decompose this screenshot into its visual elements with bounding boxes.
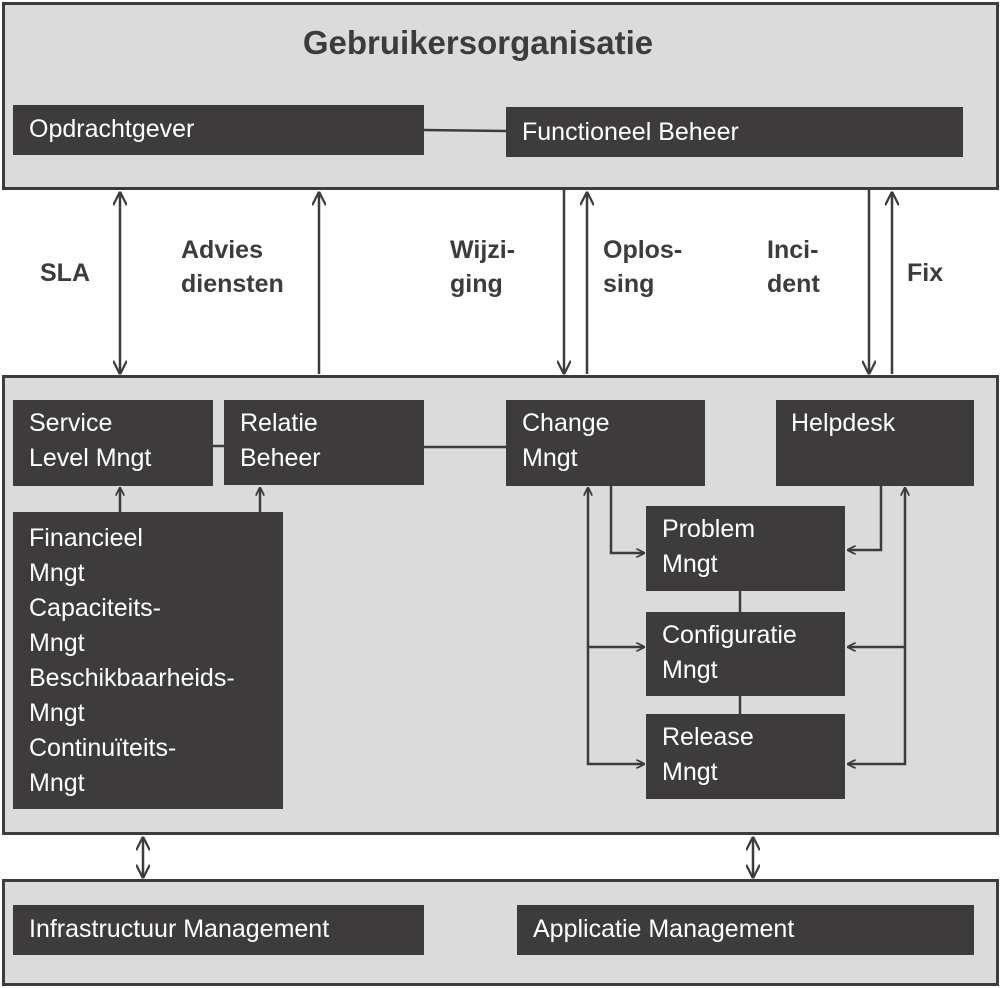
problem-mngt-box: Problem Mngt [646, 506, 845, 591]
infrastructuur-management-box: Infrastructuur Management [13, 905, 424, 955]
financieel-line: Mngt [29, 629, 85, 657]
label-incident: Inci- dent [767, 233, 820, 301]
financieel-line: Mngt [29, 699, 85, 727]
slm-line: Service [29, 409, 113, 437]
configuratie-line: Mngt [662, 656, 718, 684]
configuratie-mngt-box: Configuratie Mngt [646, 612, 845, 696]
financieel-line: Beschikbaarheids- [29, 664, 235, 692]
applicatie-management-box: Applicatie Management [517, 905, 974, 955]
change-line: Mngt [522, 444, 578, 472]
label-advies-line: diensten [181, 270, 284, 298]
label-wijziging: Wijzi- ging [450, 233, 515, 301]
relatie-beheer-box: Relatie Beheer [224, 400, 424, 485]
financieel-line: Mngt [29, 769, 85, 797]
slm-line: Level Mngt [29, 444, 152, 472]
problem-line: Mngt [662, 550, 718, 578]
problem-line: Problem [662, 515, 756, 543]
change-line: Change [522, 409, 610, 437]
helpdesk-box: Helpdesk [776, 400, 974, 486]
financieel-line: Capaciteits- [29, 594, 161, 622]
label-wijziging-line: Wijzi- [450, 236, 516, 264]
financieel-box: Financieel Mngt Capaciteits- Mngt Beschi… [13, 512, 283, 809]
gebruikersorganisatie-panel [2, 2, 999, 190]
label-advies-line: Advies [181, 236, 263, 264]
service-level-mngt-box: Service Level Mngt [13, 400, 213, 486]
label-fix: Fix [907, 259, 944, 287]
configuratie-line: Configuratie [662, 621, 797, 649]
label-wijziging-line: ging [450, 270, 503, 298]
page-title: Gebruikersorganisatie [302, 24, 654, 61]
label-oplossing: Oplos- sing [603, 233, 682, 301]
relatie-line: Relatie [240, 409, 318, 437]
label-sla: SLA [40, 259, 90, 287]
financieel-line: Financieel [29, 524, 143, 552]
relatie-line: Beheer [240, 444, 321, 472]
financieel-line: Continuïteits- [29, 734, 177, 762]
release-mngt-box: Release Mngt [646, 714, 845, 799]
label-incident-line: dent [767, 270, 820, 298]
functioneel-beheer-box: Functioneel Beheer [506, 107, 963, 157]
release-line: Mngt [662, 758, 718, 786]
change-mngt-box: Change Mngt [506, 400, 705, 486]
opdrachtgever-box: Opdrachtgever [13, 105, 424, 155]
label-oplossing-line: sing [603, 270, 655, 298]
label-oplossing-line: Oplos- [603, 236, 683, 264]
release-line: Release [662, 723, 754, 751]
label-advies-diensten: Advies diensten [181, 233, 284, 301]
financieel-line: Mngt [29, 559, 85, 587]
label-incident-line: Inci- [767, 236, 819, 264]
